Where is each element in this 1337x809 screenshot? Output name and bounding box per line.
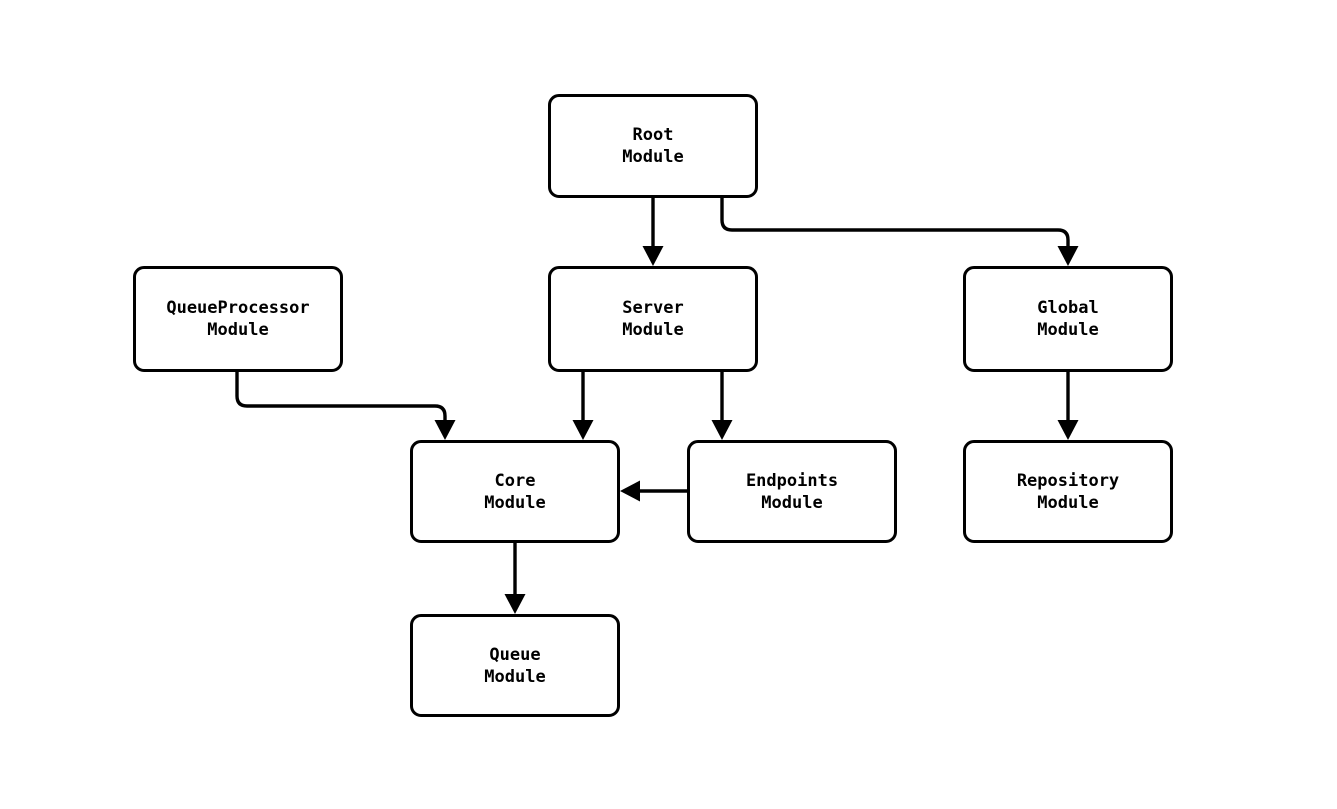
edge-server-core — [572, 372, 594, 440]
node-server-module-label: Server Module — [622, 298, 684, 340]
node-core-module[interactable]: Core Module — [410, 440, 620, 543]
node-endpoints-module[interactable]: Endpoints Module — [687, 440, 897, 543]
node-root-module-label: Root Module — [622, 125, 684, 167]
node-queueprocessor-module-label: QueueProcessor Module — [166, 298, 310, 340]
node-global-module-label: Global Module — [1037, 298, 1099, 340]
node-queue-module[interactable]: Queue Module — [410, 614, 620, 717]
edge-endpoints-core — [620, 480, 687, 502]
node-global-module[interactable]: Global Module — [963, 266, 1173, 372]
edge-server-endpoints — [711, 372, 733, 440]
node-repository-module[interactable]: Repository Module — [963, 440, 1173, 543]
node-queue-module-label: Queue Module — [484, 644, 546, 687]
edge-global-repository — [1057, 372, 1079, 440]
node-core-module-label: Core Module — [484, 470, 546, 513]
edge-root-server — [642, 198, 664, 266]
node-endpoints-module-label: Endpoints Module — [745, 470, 839, 513]
node-root-module[interactable]: Root Module — [548, 94, 758, 198]
node-repository-module-label: Repository Module — [1016, 470, 1120, 513]
edge-queueprocessor-core — [235, 372, 456, 440]
edge-core-queue — [504, 543, 526, 614]
edge-root-global — [720, 198, 1079, 266]
node-queueprocessor-module[interactable]: QueueProcessor Module — [133, 266, 343, 372]
node-server-module[interactable]: Server Module — [548, 266, 758, 372]
